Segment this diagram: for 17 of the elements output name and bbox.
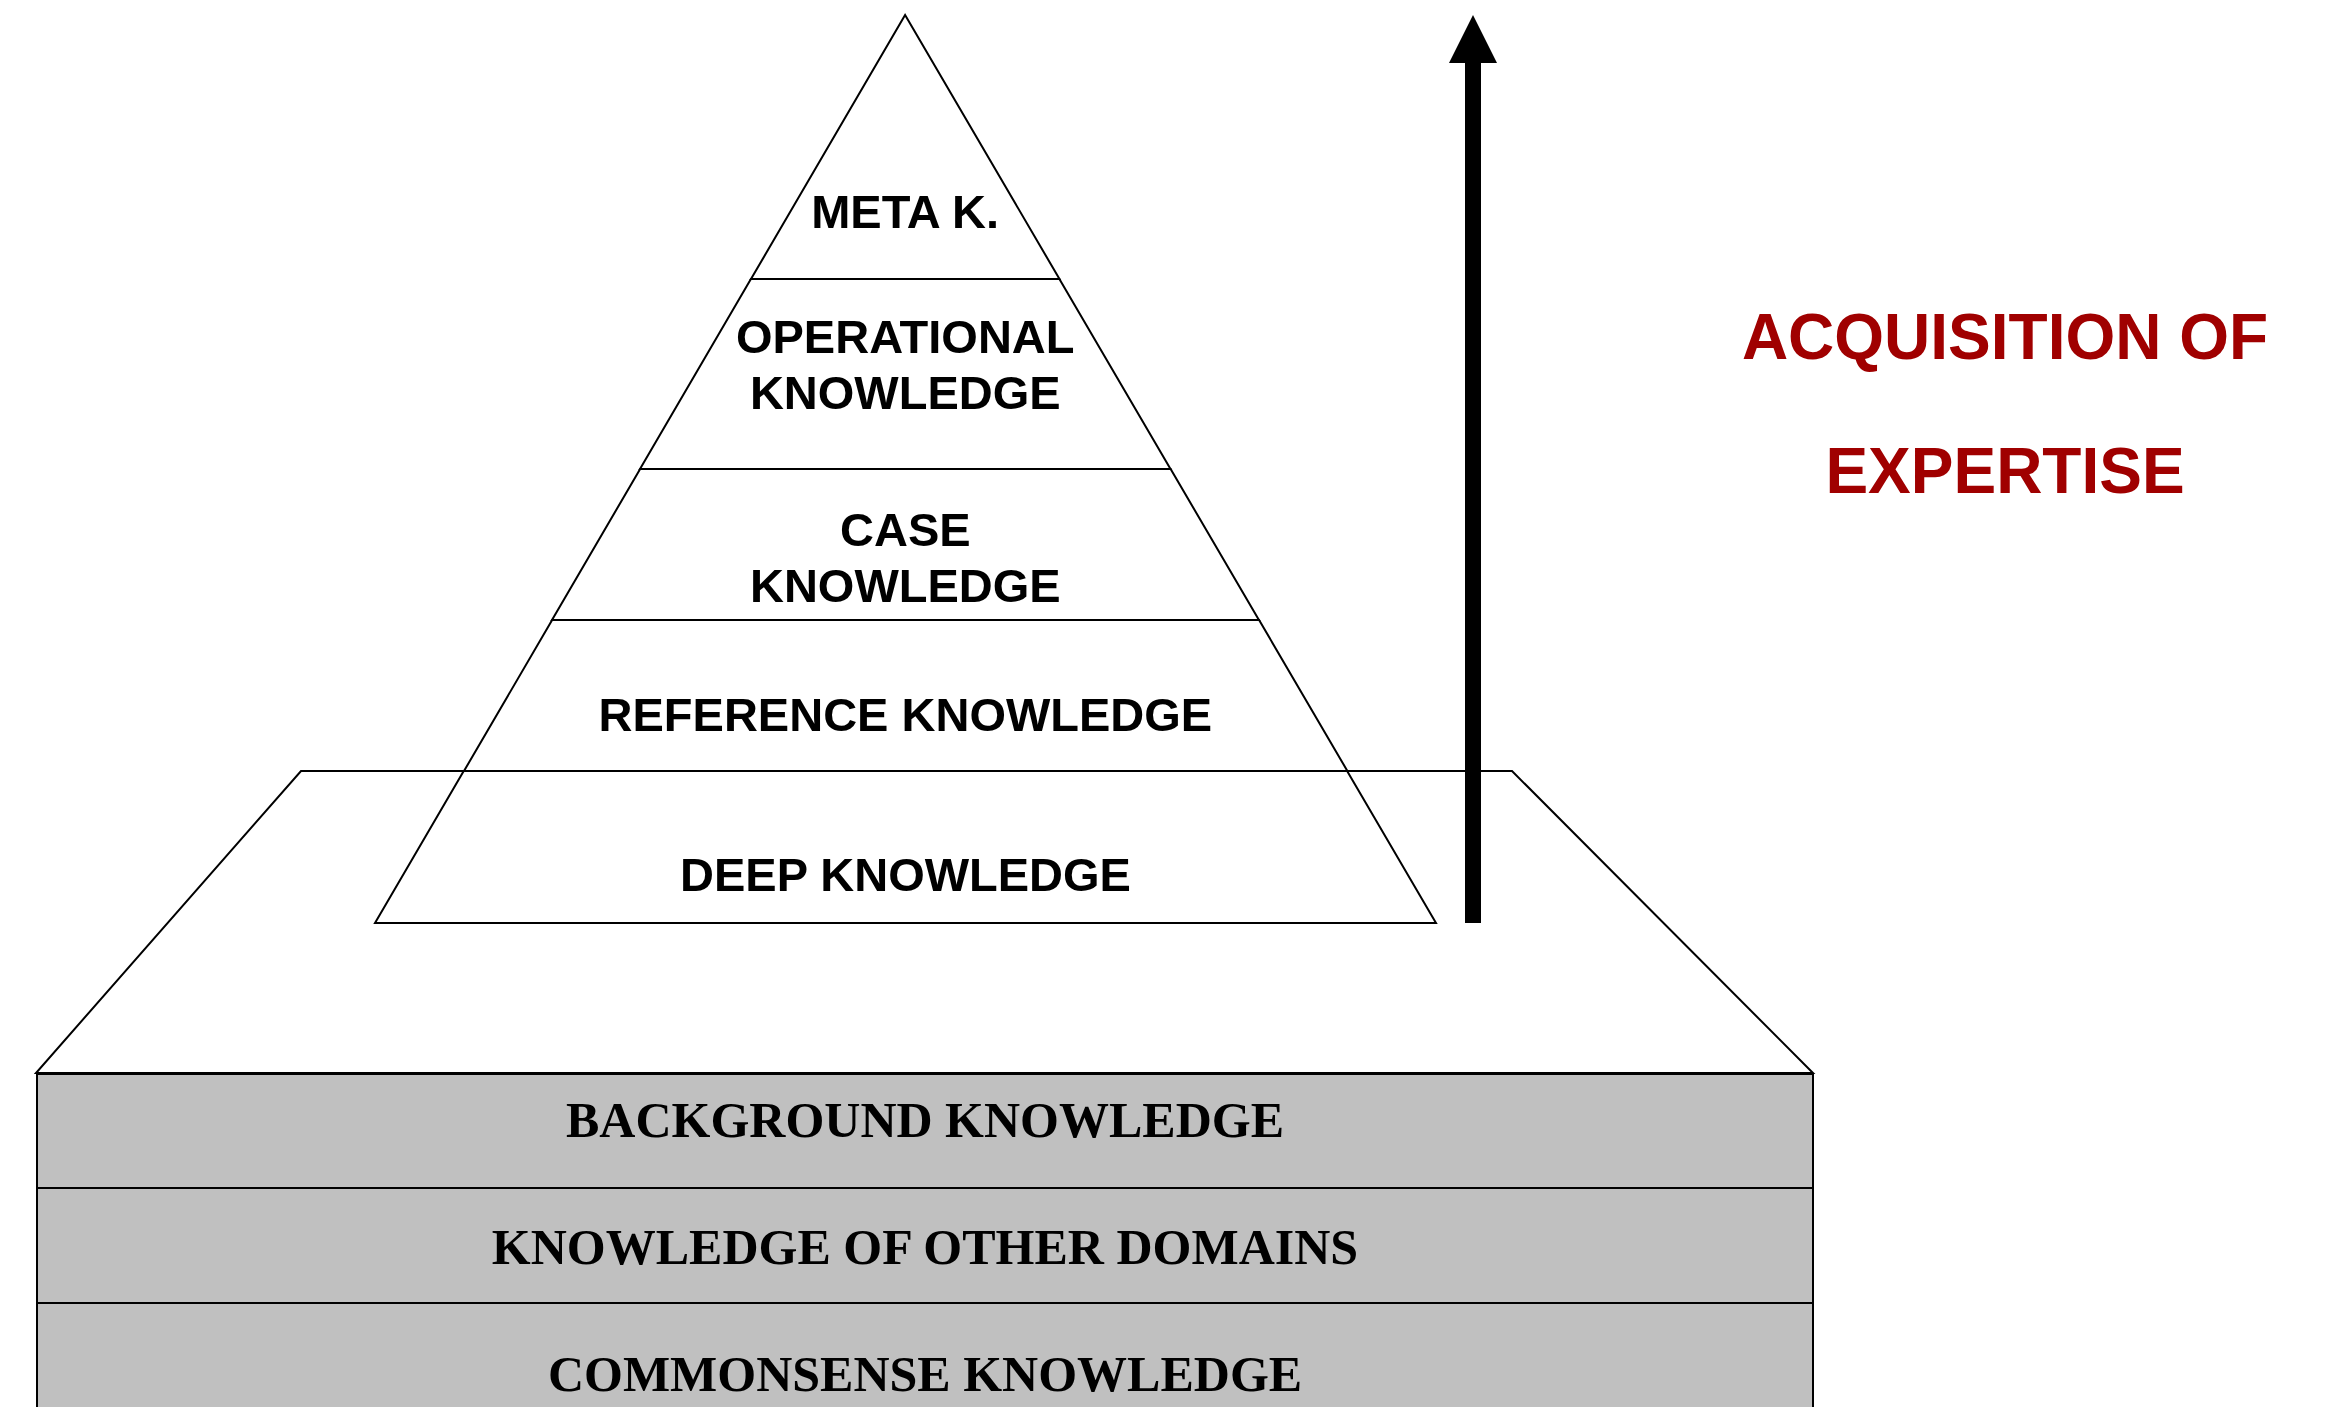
- band-label: BACKGROUND KNOWLEDGE: [565, 1091, 1285, 1149]
- layer-band: [36, 1302, 1814, 1407]
- pyramid-tier: [461, 619, 1350, 772]
- tier-label: CASE KNOWLEDGE: [748, 502, 1062, 614]
- tier-label: META K.: [810, 184, 1001, 240]
- pyramid-tier: [549, 468, 1261, 621]
- pyramid-tier: [638, 278, 1173, 470]
- layer-band: [36, 1187, 1814, 1304]
- pyramid-tier: [373, 770, 1438, 924]
- tier-label: DEEP KNOWLEDGE: [679, 847, 1132, 903]
- band-label: COMMONSENSE KNOWLEDGE: [547, 1345, 1303, 1403]
- axis-caption: ACQUISITION OF EXPERTISE: [1740, 300, 2270, 509]
- tier-label: REFERENCE KNOWLEDGE: [597, 687, 1214, 743]
- tier-label: OPERATIONAL KNOWLEDGE: [734, 309, 1076, 421]
- layer-band: [36, 1073, 1814, 1189]
- band-label: KNOWLEDGE OF OTHER DOMAINS: [491, 1218, 1359, 1276]
- pyramid-apex: [748, 14, 1062, 280]
